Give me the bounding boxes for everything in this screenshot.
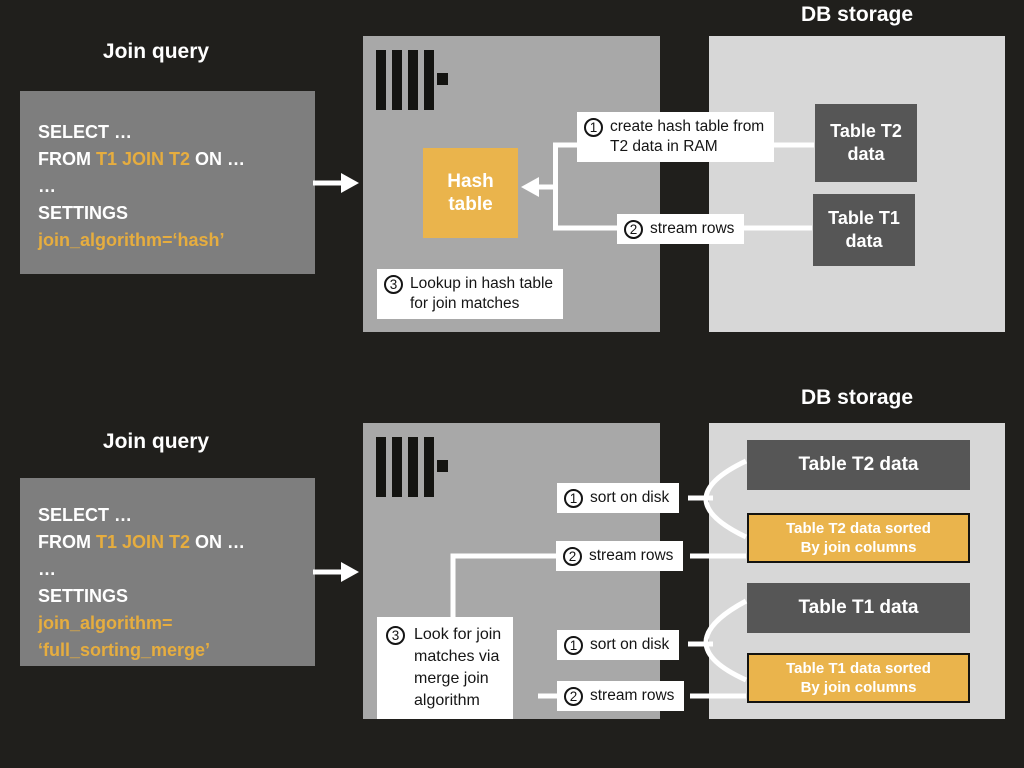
top-table-t1-data-box: Table T1 data <box>813 194 915 266</box>
top-sql-line-settings: SETTINGS <box>38 203 129 223</box>
top-db-storage-box <box>709 36 1005 332</box>
top-sql-line-select: SELECT … <box>38 122 133 142</box>
annotation-stream-rows-t1: 2 stream rows <box>557 681 685 711</box>
clickhouse-logo-icon <box>376 437 456 497</box>
bottom-sql-line-select: SELECT … <box>38 505 133 525</box>
step-3-circled-icon: 3 <box>386 626 405 645</box>
clickhouse-logo-icon <box>376 50 456 110</box>
bottom-sql-line-settings: SETTINGS <box>38 586 129 606</box>
step-3-circled-icon: 3 <box>384 275 403 294</box>
top-sql-line-from: FROM T1 JOIN T2 ON … <box>38 149 246 169</box>
annotation-merge-join-lookup: 3 Look for join matches via merge join a… <box>377 617 514 719</box>
bottom-join-query-title: Join query <box>102 430 210 453</box>
top-sql-join-tables: T1 JOIN T2 <box>96 149 191 169</box>
bottom-table-t1-sorted-box: Table T1 data sorted By join columns <box>747 653 970 703</box>
top-sql-line-ellipsis: … <box>38 176 56 196</box>
bottom-table-t2-sorted-box: Table T2 data sorted By join columns <box>747 513 970 563</box>
bottom-sql-line-ellipsis: … <box>38 559 56 579</box>
annotation-sort-on-disk-t2: 1 sort on disk <box>557 483 680 513</box>
step-1-circled-icon: 1 <box>564 636 583 655</box>
top-query-arrowhead-icon <box>341 173 359 193</box>
annotation-stream-rows-t2: 2 stream rows <box>556 541 684 571</box>
step-1-circled-icon: 1 <box>564 489 583 508</box>
step-1-circled-icon: 1 <box>584 118 603 137</box>
bottom-db-storage-title: DB storage <box>800 386 914 409</box>
step-2-circled-icon: 2 <box>564 687 583 706</box>
bottom-sql-line-from: FROM T1 JOIN T2 ON … <box>38 532 246 552</box>
bottom-query-arrowhead-icon <box>341 562 359 582</box>
annotation-lookup-hash-table: 3 Lookup in hash table for join matches <box>377 269 564 319</box>
bottom-query-box: SELECT … FROM T1 JOIN T2 ON … … SETTINGS… <box>20 478 315 666</box>
bottom-table-t2-data-box: Table T2 data <box>747 440 970 490</box>
bottom-table-t1-data-box: Table T1 data <box>747 583 970 633</box>
annotation-create-hash-table: 1 create hash table from T2 data in RAM <box>577 112 775 162</box>
annotation-stream-rows-top: 2 stream rows <box>617 214 745 244</box>
top-query-box: SELECT … FROM T1 JOIN T2 ON … … SETTINGS… <box>20 91 315 274</box>
top-db-storage-title: DB storage <box>800 3 914 26</box>
hash-table-box: Hash table <box>423 148 518 238</box>
top-join-query-title: Join query <box>102 40 210 63</box>
bottom-sql-line-algorithm: join_algorithm= <box>38 613 173 633</box>
bottom-sql-line-algorithm-value: ‘full_sorting_merge’ <box>38 640 211 660</box>
step-2-circled-icon: 2 <box>624 220 643 239</box>
top-table-t2-data-box: Table T2 data <box>815 104 917 182</box>
top-sql-line-algorithm: join_algorithm=‘hash’ <box>38 230 225 250</box>
bottom-sql-join-tables: T1 JOIN T2 <box>96 532 191 552</box>
annotation-sort-on-disk-t1: 1 sort on disk <box>557 630 680 660</box>
step-2-circled-icon: 2 <box>563 547 582 566</box>
